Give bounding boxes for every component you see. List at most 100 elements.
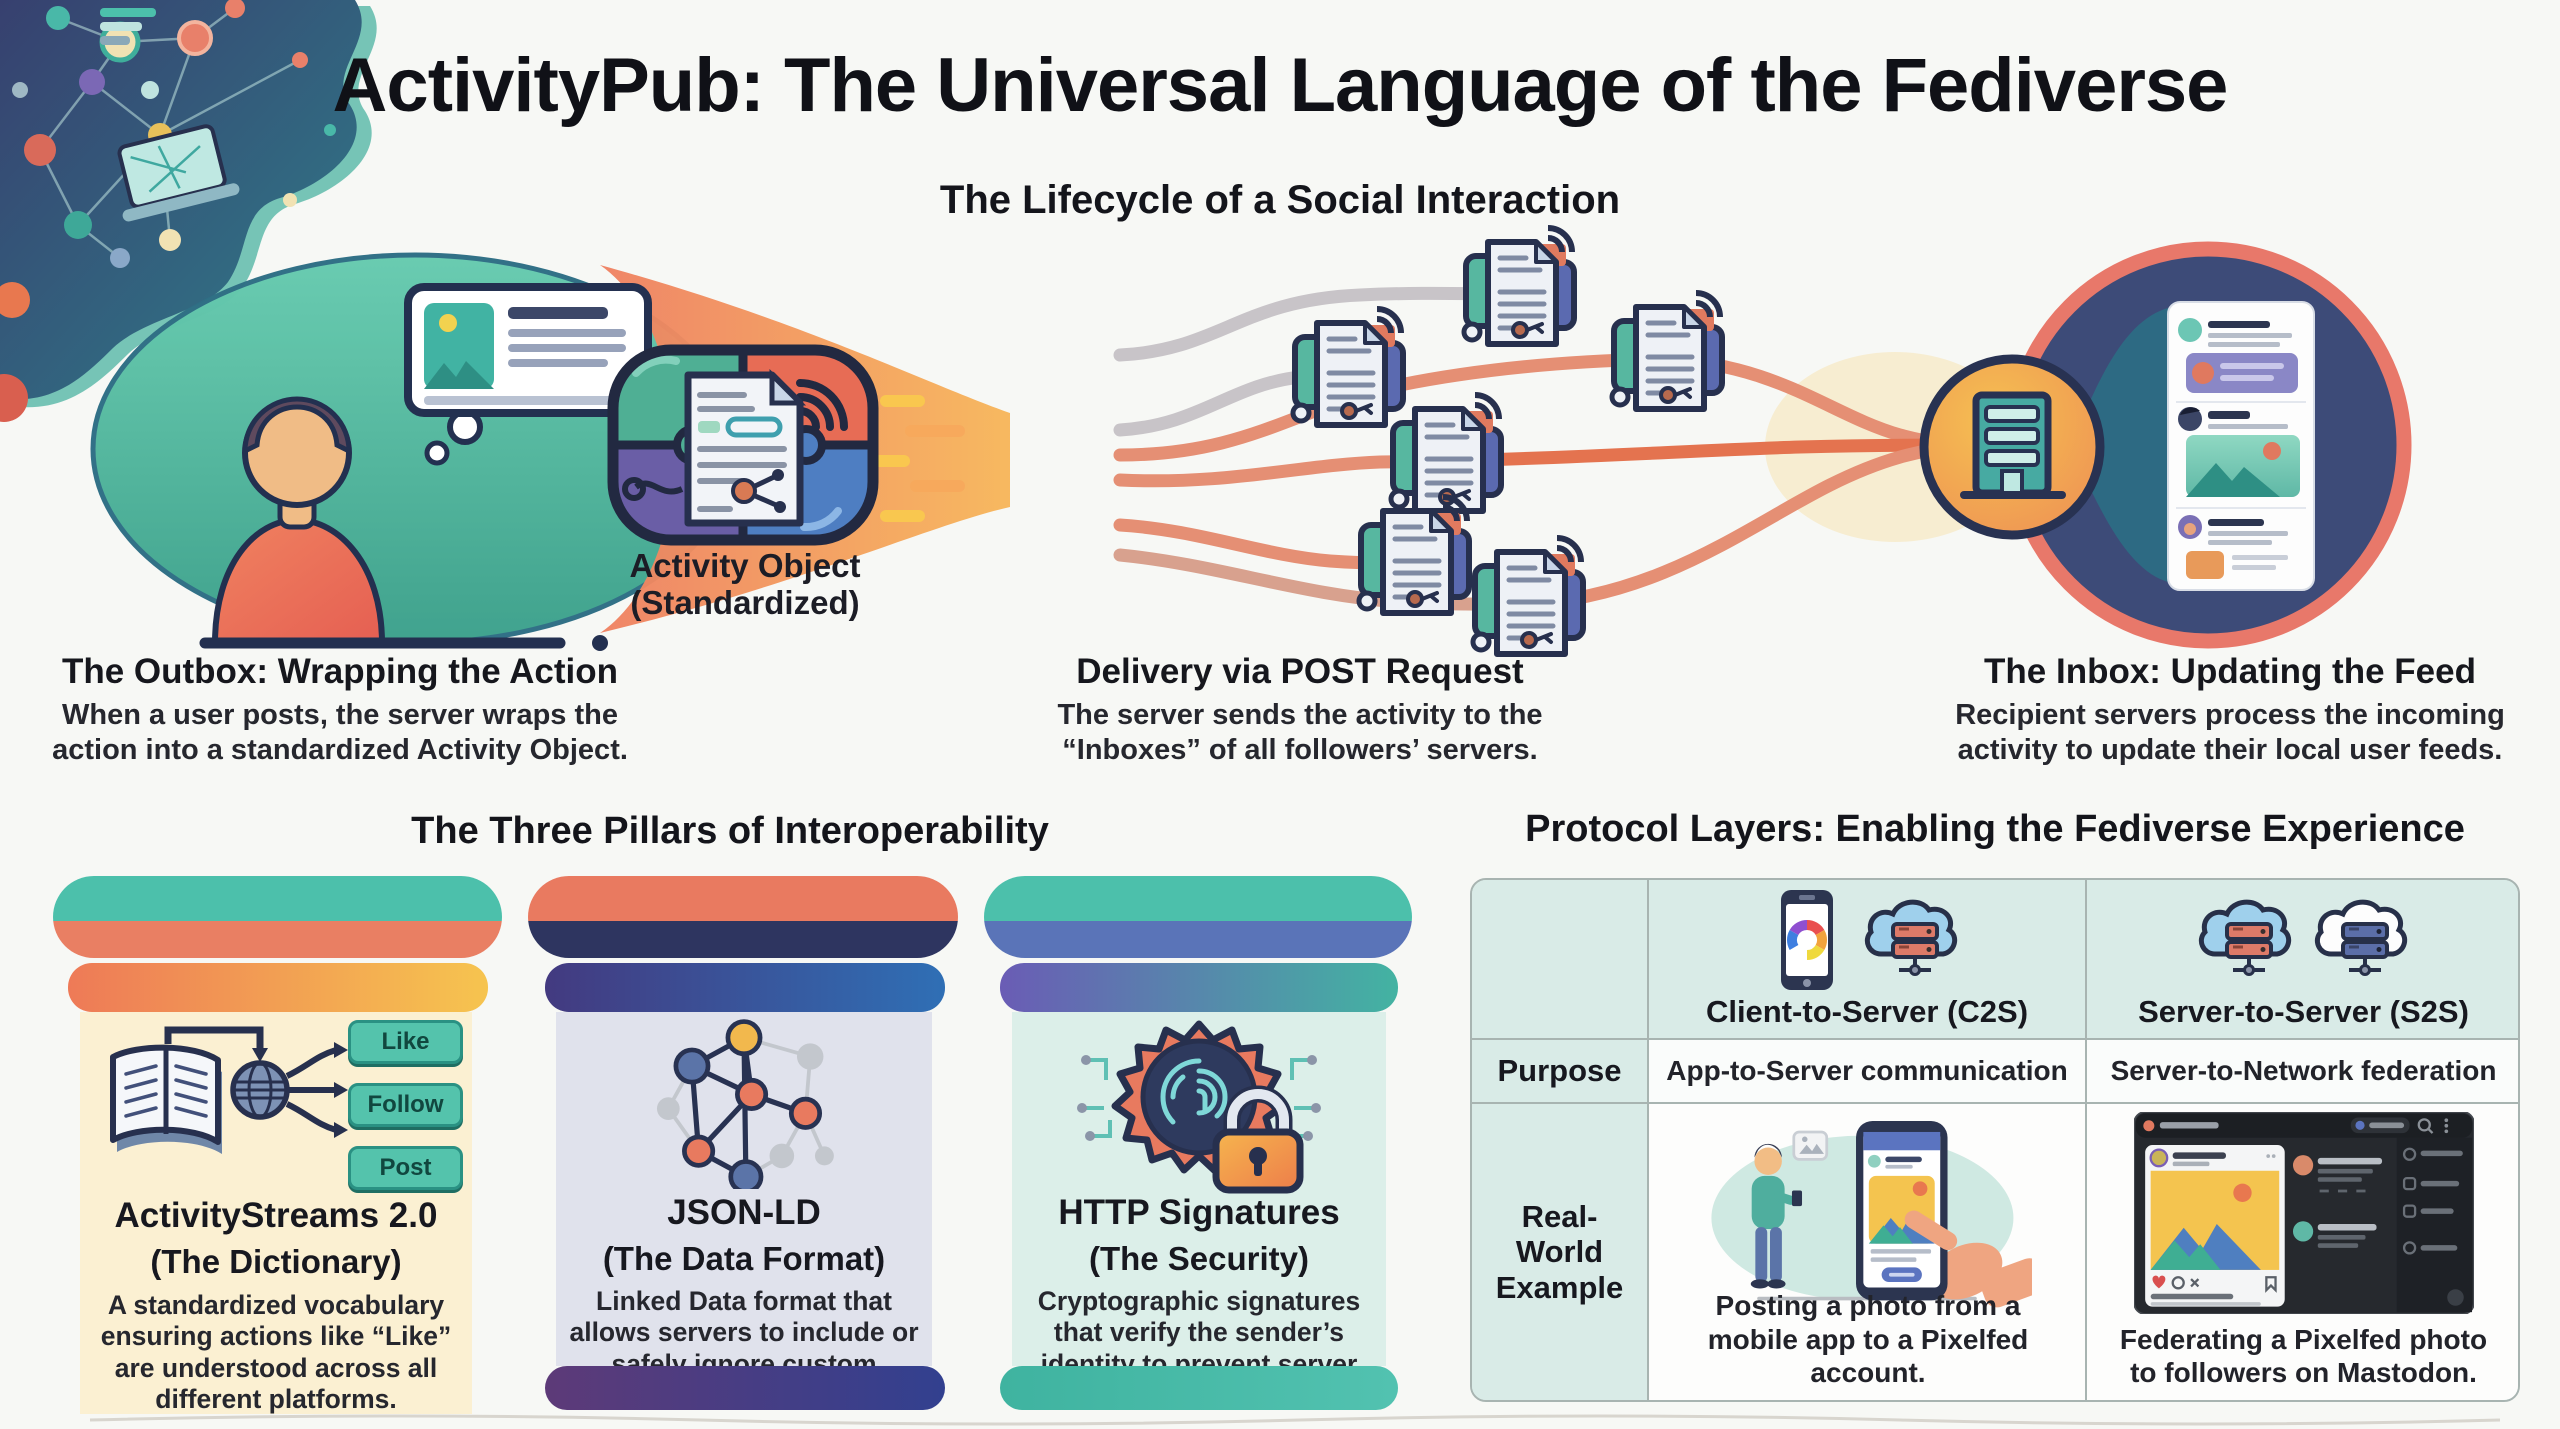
- stage-inbox-title: The Inbox: Updating the Feed: [1984, 652, 2476, 691]
- post-thought-card: [404, 283, 652, 466]
- activity-document-icon: [1464, 228, 1574, 344]
- inbox-scene: [1919, 241, 2412, 649]
- activity-document-icon: [1391, 395, 1501, 511]
- example-c2s-caption: Posting a photo from a mobile app to a P…: [1707, 1290, 2029, 1389]
- cloud-server-icon: [2198, 899, 2291, 976]
- signature-seal-icon: [1077, 1020, 1321, 1194]
- standardized-document-icon: [684, 368, 807, 527]
- stage-outbox-title: The Outbox: Wrapping the Action: [61, 652, 619, 691]
- example-s2s-caption: Federating a Pixelfed photo to followers…: [2119, 1323, 2488, 1389]
- pixelfed-photo-card: [2144, 1145, 2285, 1307]
- pillar3-body: HTTP Signatures (The Security) Cryptogra…: [1012, 1012, 1386, 1410]
- globe-icon: [230, 1060, 290, 1120]
- pillar1-top-capsule: [53, 876, 502, 958]
- pillar1-name: ActivityStreams 2.0: [114, 1196, 438, 1235]
- purpose-label: Purpose: [1497, 1053, 1622, 1089]
- activity-document-icon: [1293, 309, 1403, 425]
- protocol-heading: Protocol Layers: Enabling the Fediverse …: [1525, 808, 2465, 850]
- pillar1-body: Like Follow Post ActivityStreams 2.0 (Th…: [80, 1012, 472, 1414]
- beam-speed-dashes: [870, 395, 965, 522]
- pillar3-subtitle: (The Security): [1088, 1240, 1310, 1277]
- pillar1-band: [68, 963, 488, 1012]
- purpose-s2s-cell: Server-to-Network federation: [2087, 1038, 2518, 1102]
- purpose-c2s-cell: App-to-Server communication: [1649, 1038, 2087, 1102]
- like-label: Like: [381, 1028, 430, 1055]
- pillar3-top-capsule: [984, 876, 1412, 958]
- pillar3-band: [1000, 963, 1398, 1012]
- decorative-network-corner: [0, 0, 377, 422]
- mini-text-bars: [100, 8, 156, 45]
- mastodon-feed-column: [2292, 1155, 2382, 1248]
- mastodon-federation-screenshot: [2133, 1112, 2474, 1314]
- s2s-header-cell: Server-to-Server (S2S): [2087, 880, 2518, 1038]
- post-action-chip: Post: [348, 1146, 463, 1190]
- s2s-header-label: Server-to-Server (S2S): [2138, 994, 2469, 1029]
- c2s-header-label: Client-to-Server (C2S): [1705, 994, 2029, 1029]
- hand-holding-phone: [1856, 1120, 2032, 1308]
- stage-delivery-title: Delivery via POST Request: [1076, 652, 1524, 691]
- pillar3-name: HTTP Signatures: [1058, 1193, 1340, 1232]
- activity-object-caption: Activity Object (Standardized): [585, 547, 905, 622]
- purpose-c2s-text: App-to-Server communication: [1666, 1055, 2068, 1086]
- pillar1-subtitle: (The Dictionary): [150, 1243, 402, 1280]
- stage-delivery: Delivery via POST Request The server sen…: [990, 652, 1610, 768]
- stage-delivery-description: The server sends the activity to the “In…: [1057, 699, 1543, 767]
- lifecycle-heading: The Lifecycle of a Social Interaction: [939, 178, 1621, 222]
- like-action-chip: Like: [348, 1020, 463, 1064]
- pillar2-footer-capsule: [545, 1366, 945, 1410]
- photo-badge-icon: [1792, 1130, 1829, 1161]
- bottom-decorative-line: [89, 1414, 2501, 1426]
- server-to-server-icon: [2198, 899, 2407, 976]
- pillar2-name: JSON-LD: [667, 1193, 821, 1232]
- purpose-label-cell: Purpose: [1472, 1038, 1649, 1102]
- client-to-server-icon: [1781, 890, 1958, 990]
- pillar2-body: JSON-LD (The Data Format) Linked Data fo…: [556, 1012, 932, 1410]
- user-avatar: [199, 396, 608, 651]
- example-label: Real-World Example: [1495, 1198, 1624, 1305]
- feed-post: [2178, 318, 2298, 393]
- corner-accent-dot-2: [0, 374, 28, 422]
- delivery-scene: [1113, 228, 2025, 654]
- page-title: ActivityPub: The Universal Language of t…: [332, 43, 2229, 128]
- cloud-server-icon: [2314, 899, 2407, 976]
- stage-inbox-description: Recipient servers process the incoming a…: [1955, 699, 2505, 767]
- pillar1-description: A standardized vocabulary ensuring actio…: [100, 1290, 452, 1414]
- follow-action-chip: Follow: [348, 1083, 463, 1127]
- lock-icon: [1212, 1085, 1304, 1194]
- corner-accent-dot: [0, 282, 30, 318]
- feed-panel: [2167, 301, 2315, 591]
- activity-document-icon: [1612, 293, 1722, 409]
- laptop-icon: [117, 124, 240, 222]
- activity-object-caption-line1: Activity Object: [629, 547, 861, 584]
- stage-outbox: The Outbox: Wrapping the Action When a u…: [30, 652, 650, 768]
- mastodon-sidebar: [2396, 1137, 2472, 1313]
- example-s2s-cell: Federating a Pixelfed photo to followers…: [2087, 1102, 2518, 1400]
- smartphone-icon: [1781, 890, 1833, 990]
- protocol-table: Client-to-Server (C2S): [1470, 878, 2520, 1402]
- activity-object-caption-line2: (Standardized): [630, 583, 860, 621]
- recipient-server-icon: [1919, 354, 2105, 540]
- protocol-table-corner-cell: [1472, 880, 1649, 1038]
- feed-post: [2178, 407, 2300, 497]
- vocabulary-mapping-icon: [110, 1026, 348, 1154]
- feed-post: [2178, 515, 2288, 579]
- stage-outbox-description: When a user posts, the server wraps the …: [52, 699, 628, 767]
- pillar2-band: [545, 963, 945, 1012]
- network-nodes: [12, 0, 336, 268]
- pixelfed-posting-illustration: [1711, 1120, 2032, 1308]
- activity-object-puzzle-icon: [607, 344, 879, 546]
- person-with-phone: [1750, 1143, 1803, 1289]
- stage-inbox: The Inbox: Updating the Feed Recipient s…: [1920, 652, 2540, 768]
- post-label: Post: [379, 1154, 432, 1181]
- pillar2-subtitle: (The Data Format): [602, 1240, 886, 1277]
- follow-label: Follow: [367, 1091, 444, 1118]
- pillars-heading: The Three Pillars of Interoperability: [411, 810, 1049, 852]
- purpose-s2s-text: Server-to-Network federation: [2110, 1055, 2497, 1086]
- example-c2s-cell: Posting a photo from a mobile app to a P…: [1649, 1102, 2087, 1400]
- fingerprint-icon: [1160, 1058, 1228, 1125]
- activity-document-icon: [1473, 538, 1583, 654]
- activity-document-icon: [1359, 497, 1469, 613]
- linked-data-graph-icon: [656, 1019, 834, 1189]
- pillar3-footer-capsule: [1000, 1366, 1398, 1410]
